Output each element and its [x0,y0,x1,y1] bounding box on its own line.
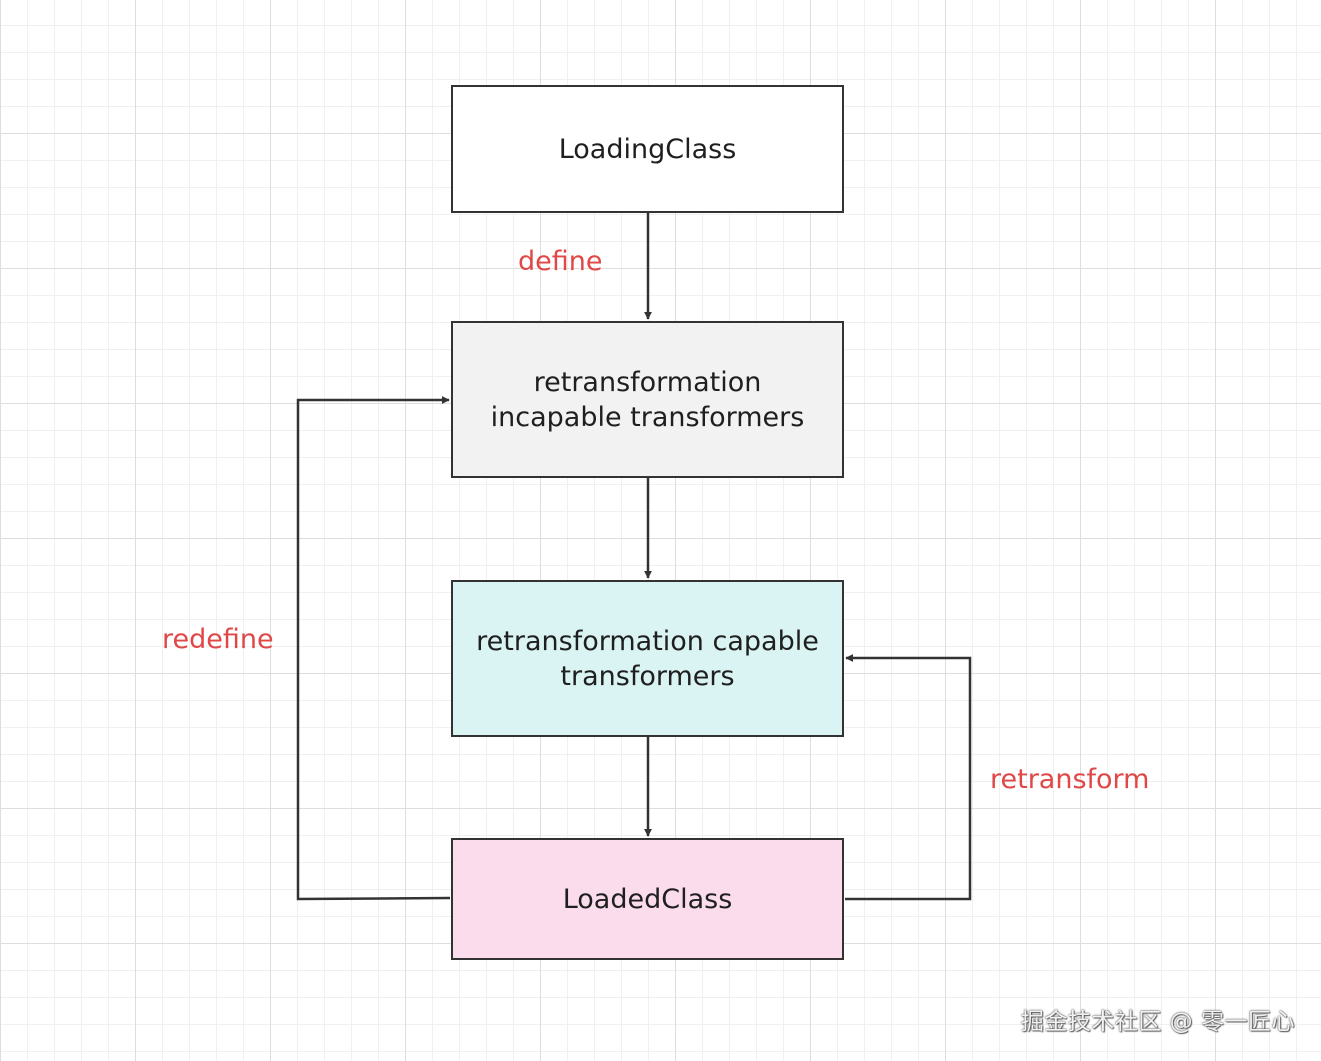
watermark: 掘金技术社区 @ 零一匠心 [1020,1009,1295,1035]
retransformation-incapable-node[interactable]: retransformation incapable transformers [451,321,844,478]
redefine-edge-label: redefine [162,624,274,655]
retransform-arrow[interactable] [845,654,972,901]
retransform-edge-label: retransform [990,764,1150,795]
redefine-arrow[interactable] [296,396,451,901]
define-edge-label: define [518,246,603,277]
retransformation-capable-node[interactable]: retransformation capable transformers [451,580,844,737]
loaded-class-node[interactable]: LoadedClass [451,838,844,960]
loading-class-node[interactable]: LoadingClass [451,85,844,213]
